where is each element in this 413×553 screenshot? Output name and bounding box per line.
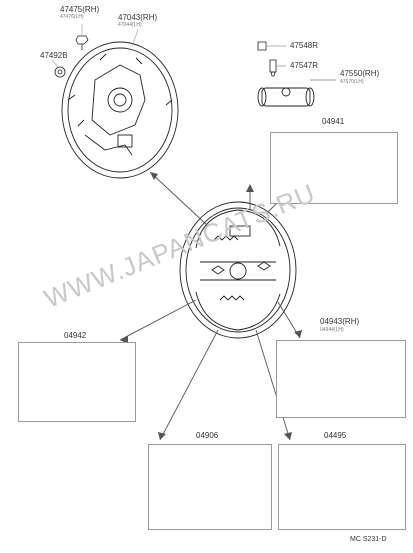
label-04941: 04941 [322,117,345,126]
kit-box-04941 [270,132,398,204]
backing-plate [61,41,179,179]
label-04944-lh: 04944(LH) [320,327,344,333]
bolt-47475 [75,35,89,50]
bleeder-screw-47547r [269,59,286,77]
label-04943-rh: 04943(RH) [320,317,360,326]
kit-box-04906 [148,444,272,530]
label-04495: 04495 [324,431,347,440]
label-47570-lh: 47570(LH) [340,79,364,85]
label-47492b: 47492B [40,51,68,60]
leader-lines [51,24,139,68]
kit-box-04942 [18,342,136,422]
label-47044-lh: 47044(LH) [118,22,142,28]
bolt-47492b [54,66,66,78]
bleeder-plug-47548r [257,41,286,51]
kit-box-04943 [276,340,406,418]
figure-code: MC S231-D [350,536,387,543]
brake-assembly-center [179,201,297,339]
label-47043-rh: 47043(RH) [118,13,158,22]
label-04906: 04906 [196,431,219,440]
label-47475-rh: 47475(RH) [60,5,100,14]
label-47550-rh: 47550(RH) [340,69,380,78]
label-47547r: 47547R [290,61,319,70]
label-47548r: 47548R [290,41,319,50]
label-04942: 04942 [64,331,87,340]
label-47476-lh: 47476(LH) [60,14,84,20]
wheel-cylinder-47550 [257,79,336,107]
kit-box-04495 [278,444,406,530]
